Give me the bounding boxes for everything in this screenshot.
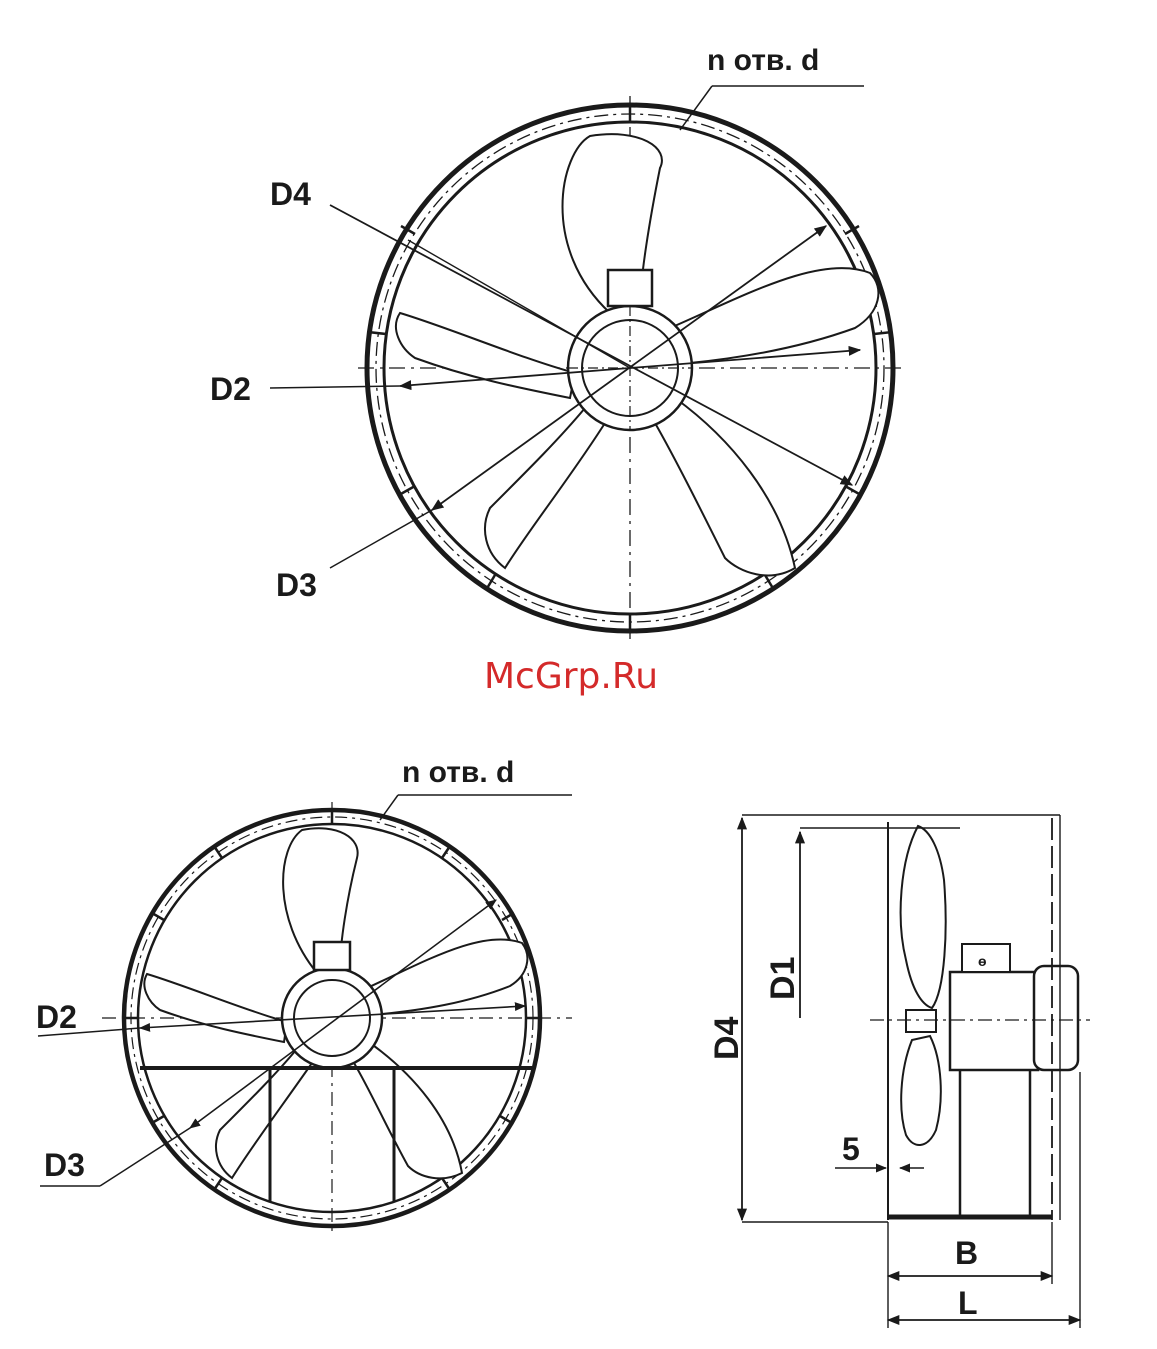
- d3-leader: [330, 510, 432, 568]
- bottom-holes-label: n отв. d: [402, 756, 514, 789]
- watermark: McGrp.Ru: [484, 656, 658, 697]
- holes-leader-top: [680, 86, 712, 130]
- top-holes-label: n отв. d: [707, 44, 819, 77]
- side-b-label: B: [955, 1235, 978, 1271]
- shaft-nut: [906, 1010, 936, 1032]
- top-d2-label: D2: [210, 371, 251, 407]
- bottom-d3-label: D3: [44, 1147, 85, 1183]
- terminal-mark: ɵ: [978, 953, 987, 969]
- lower-blade-profile: [901, 1036, 941, 1145]
- motor-body: [950, 972, 1038, 1070]
- hub-outer: [282, 968, 382, 1068]
- motor-terminal-box: [314, 942, 350, 970]
- side-d1-label: D1: [764, 957, 802, 1000]
- side-l-label: L: [958, 1285, 978, 1321]
- upper-blade-profile: [901, 826, 946, 1008]
- bottom-d2-label: D2: [36, 999, 77, 1035]
- top-d3-label: D3: [276, 567, 317, 603]
- side-view: ɵ: [870, 818, 1090, 1220]
- d2-leader: [270, 386, 400, 388]
- motor-end-cap: [1034, 966, 1078, 1070]
- top-d4-label: D4: [270, 176, 311, 212]
- side-d4-label: D4: [708, 1016, 746, 1060]
- side-gap-label: 5: [842, 1131, 860, 1167]
- motor-terminal-box: [608, 270, 652, 306]
